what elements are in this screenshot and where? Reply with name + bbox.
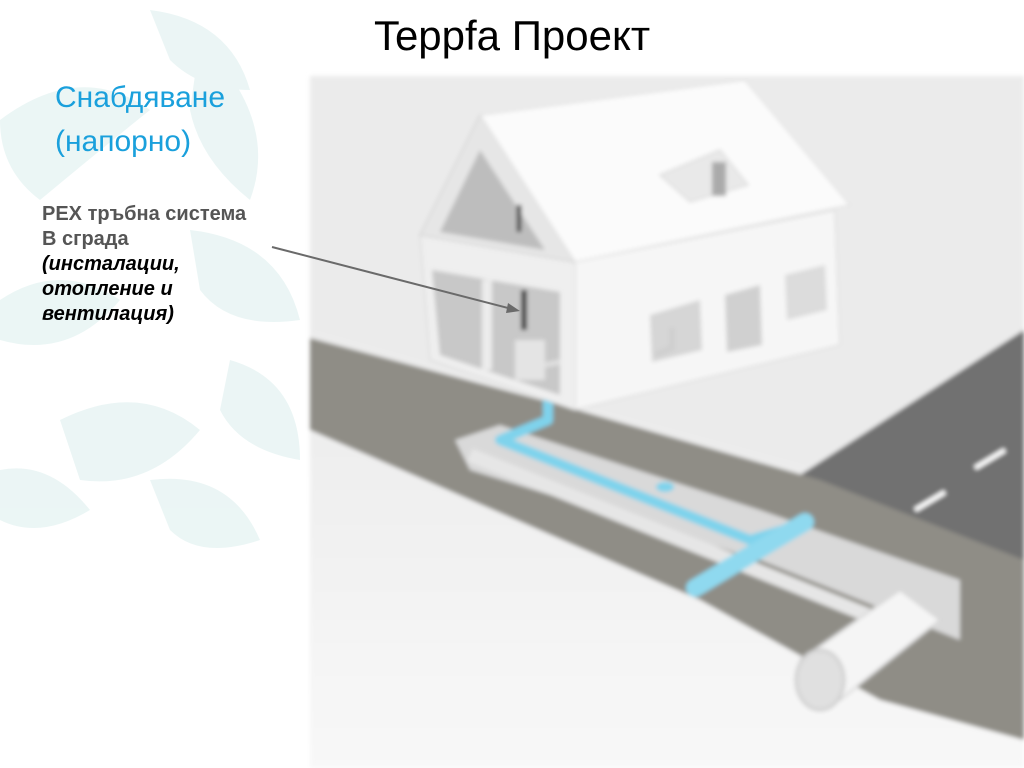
pex-pipe-connection — [544, 359, 561, 368]
callout-arrowhead-icon — [506, 303, 520, 313]
callout-line-building: В сграда — [42, 228, 129, 250]
pex-pipe-heating — [653, 328, 675, 358]
pipe-fitting — [656, 482, 674, 492]
dormer-window — [712, 162, 726, 196]
road-marking — [913, 489, 947, 513]
side-window — [785, 265, 827, 320]
callout-leader-line — [271, 246, 513, 310]
drain-pipe — [467, 448, 883, 627]
callout-line-detail: вентилация) — [42, 303, 174, 325]
sewer-pipe-opening — [794, 648, 846, 712]
callout-text: PEX тръбна система В сграда (инсталации,… — [42, 202, 246, 327]
interior-unit — [515, 340, 545, 380]
house-side-wall — [574, 209, 841, 411]
interior-column — [482, 280, 492, 370]
house-roof — [479, 79, 851, 263]
callout-line-system: PEX тръбна система — [42, 203, 247, 225]
water-main-pipe — [686, 513, 814, 597]
subtitle-line: Снабдяване — [55, 81, 226, 114]
side-window — [650, 300, 702, 362]
slide-subtitle: Снабдяване (напорно) — [55, 76, 225, 164]
trench — [455, 425, 960, 640]
slide-title: Teppfa Проект — [373, 12, 651, 59]
side-door — [725, 285, 762, 352]
road-marking — [973, 447, 1007, 471]
callout-line-detail: отопление и — [42, 278, 173, 300]
subtitle-line: (напорно) — [55, 125, 192, 158]
callout-line-detail: (инсталации, — [42, 253, 180, 275]
